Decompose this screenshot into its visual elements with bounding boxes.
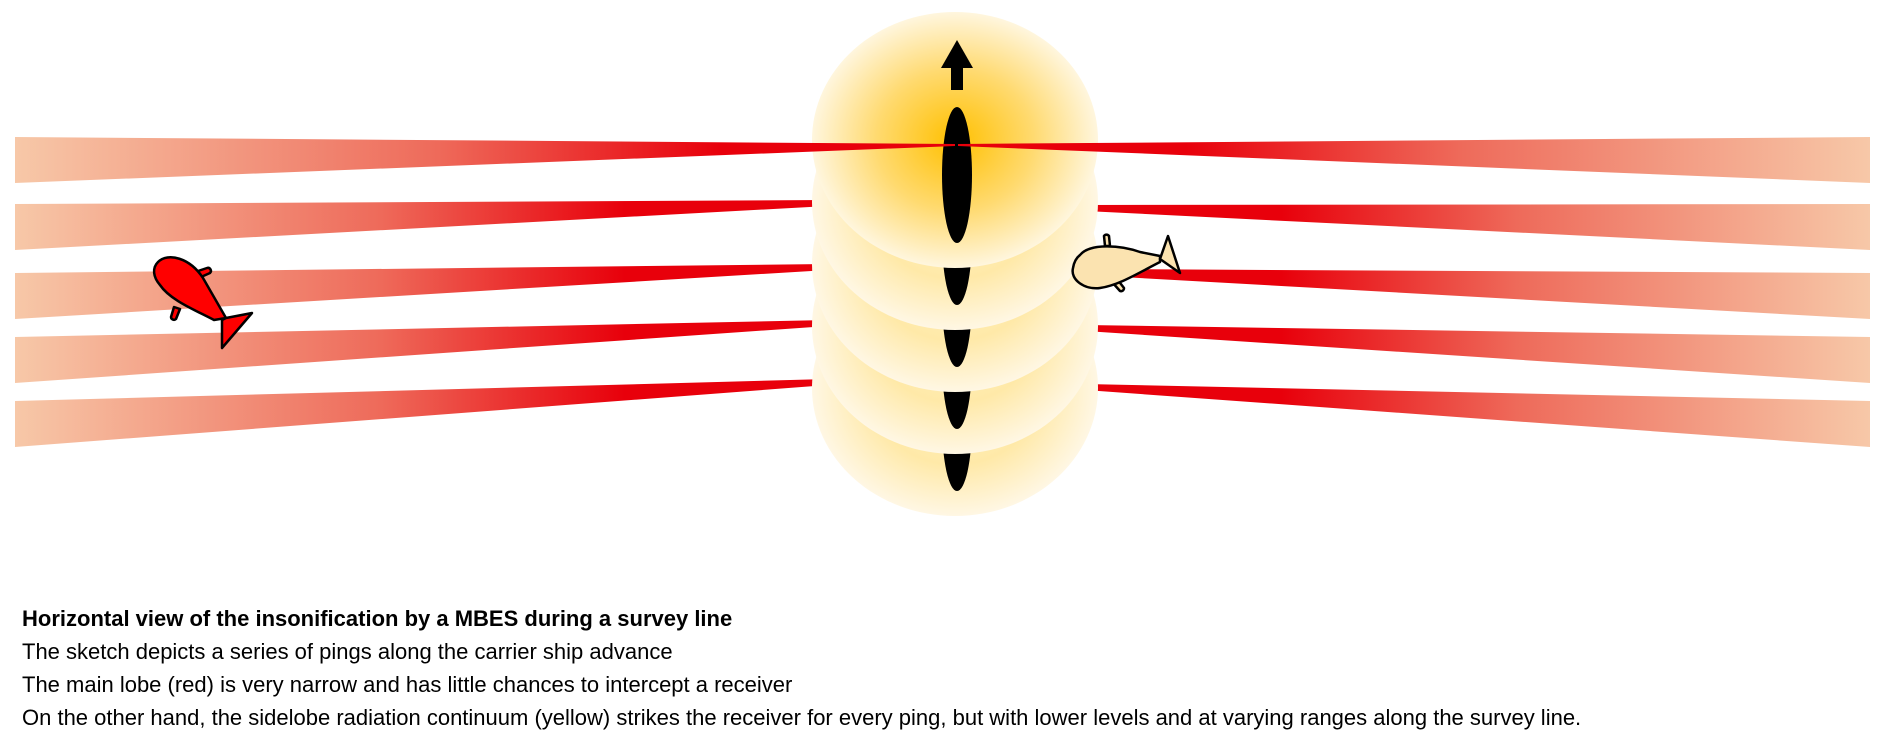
main-lobe-beam-left: [15, 320, 828, 383]
caption-title: Horizontal view of the insonification by…: [22, 606, 733, 631]
main-lobe-beams: [15, 200, 1870, 447]
ship-footprint-icon: [942, 107, 972, 243]
fish-receiver-icon: [152, 256, 254, 350]
fish-receiver-icon: [1071, 233, 1182, 293]
direction-arrow-icon: [941, 40, 973, 90]
main-lobe-beam-left: [15, 200, 828, 250]
main-lobe-beam-current-ping: [15, 137, 1870, 183]
caption-line: The sketch depicts a series of pings alo…: [22, 639, 673, 664]
main-lobe-beam-right: [1085, 204, 1870, 250]
main-lobe-beam-right: [1085, 269, 1870, 319]
sidelobe-footprints: [812, 12, 1098, 516]
caption: Horizontal view of the insonification by…: [22, 602, 1581, 734]
main-lobe-beam-right: [1085, 325, 1870, 383]
main-lobe-beam-left: [15, 264, 828, 319]
main-lobe-beam-left: [15, 379, 828, 447]
insonification-diagram: [15, 12, 1870, 516]
main-lobe-beam-right: [1085, 384, 1870, 447]
ping: [812, 12, 1098, 268]
caption-line: The main lobe (red) is very narrow and h…: [22, 672, 793, 697]
caption-line: On the other hand, the sidelobe radiatio…: [22, 705, 1582, 730]
